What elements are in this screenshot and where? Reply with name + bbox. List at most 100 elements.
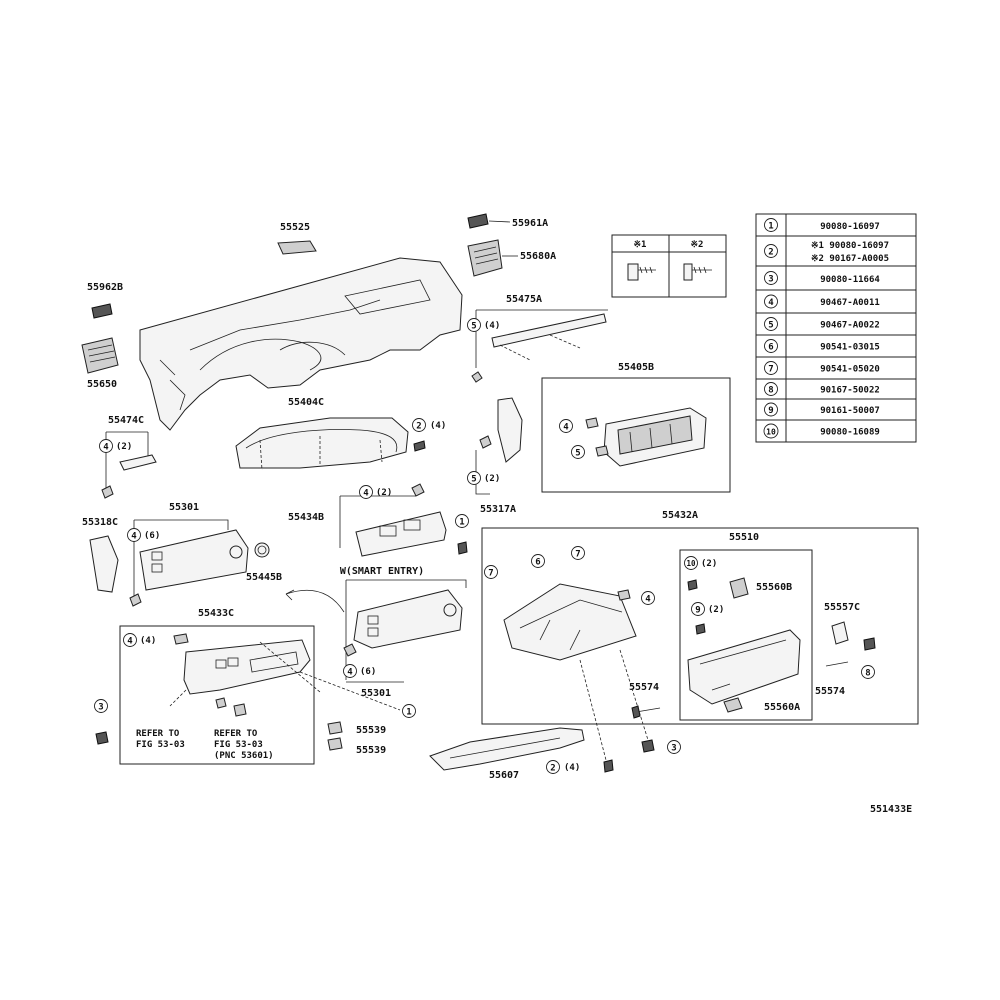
svg-text:4: 4 xyxy=(563,423,569,433)
part-label: 55474C xyxy=(108,415,144,426)
glove-box-door xyxy=(687,629,801,705)
lower-panel-left xyxy=(139,529,249,591)
under-cover-box xyxy=(119,625,315,765)
table-row-num: 10 xyxy=(766,428,776,437)
table-row: 7 90541-05020 xyxy=(764,361,880,375)
table-row: 4 90467-A0011 xyxy=(764,294,880,309)
part-label: 55560A xyxy=(764,702,800,713)
lower-panel-smart xyxy=(353,589,463,649)
table-row: 5 90467-A0022 xyxy=(764,317,880,331)
svg-text:4: 4 xyxy=(131,532,137,542)
vent-large xyxy=(467,239,503,277)
callout-qty: (2) xyxy=(116,442,132,452)
glove-box-door-box xyxy=(679,549,813,721)
glove-box-area xyxy=(481,527,919,725)
table-row-num: 7 xyxy=(768,365,773,375)
part-label: 55539 xyxy=(356,725,386,736)
part-label: 55680A xyxy=(520,251,556,262)
table-row-part: 90080-16097 xyxy=(820,222,880,232)
svg-text:9: 9 xyxy=(695,606,700,616)
callout-qty: (2) xyxy=(484,474,500,484)
svg-text:6: 6 xyxy=(535,558,540,568)
table-row: 3 90080-11664 xyxy=(764,271,880,285)
table-row: 1 90080-16097 xyxy=(764,218,880,232)
part-label: 55961A xyxy=(512,218,548,229)
center-register xyxy=(603,407,707,467)
part-label: 55650 xyxy=(87,379,117,390)
smart-entry-label: W(SMART ENTRY) xyxy=(340,566,424,577)
callout-circle xyxy=(764,218,778,232)
refer-note-2-pnc: (PNC 53601) xyxy=(214,751,274,761)
callout-qty: (4) xyxy=(140,636,156,646)
trim-piece xyxy=(119,454,157,471)
svg-text:3: 3 xyxy=(98,703,103,713)
figure-code: 551433E xyxy=(870,804,912,815)
svg-text:2: 2 xyxy=(550,764,555,774)
table-row-part: 90467-A0011 xyxy=(820,298,880,308)
part-label: 55560B xyxy=(756,582,792,593)
part-label: 55445B xyxy=(246,572,282,583)
part-label: 55475A xyxy=(506,294,542,305)
callout-circle xyxy=(764,339,778,353)
svg-text:4: 4 xyxy=(127,637,133,647)
svg-text:1: 1 xyxy=(406,708,411,718)
table-row-part: 90541-05020 xyxy=(820,365,880,375)
svg-text:4: 4 xyxy=(645,595,651,605)
screw-type-2-label: ※2 xyxy=(691,240,704,250)
table-row-part: 90167-50022 xyxy=(820,386,880,396)
svg-text:7: 7 xyxy=(488,569,493,579)
table-row-part-alt: ※2 90167-A0005 xyxy=(811,254,889,264)
callout-qty: (4) xyxy=(564,763,580,773)
part-label: 55301 xyxy=(361,688,391,699)
part-label: 55432A xyxy=(662,510,698,521)
callout-circle xyxy=(764,244,778,258)
part-label: 55962B xyxy=(87,282,123,293)
part-label: 55404C xyxy=(288,397,324,408)
part-label: 55434B xyxy=(288,512,324,523)
part-label: 55433C xyxy=(198,608,234,619)
part-label: 55405B xyxy=(618,362,654,373)
svg-text:4: 4 xyxy=(103,443,109,453)
callout-qty: (4) xyxy=(430,421,446,431)
screw-type-box: ※1 ※2 xyxy=(611,234,727,298)
cluster-hood xyxy=(235,417,409,471)
under-cover xyxy=(183,639,311,695)
part-label: 55574 xyxy=(629,682,659,693)
callout-circle xyxy=(764,271,778,285)
table-row: 10 90080-16089 xyxy=(763,423,880,439)
table-row-num: 9 xyxy=(768,406,773,416)
part-label: 55318C xyxy=(82,517,118,528)
svg-text:5: 5 xyxy=(471,322,476,332)
vent-left-large xyxy=(81,337,119,374)
lower-tray xyxy=(429,727,585,771)
table-row-part: ※1 90080-16097 xyxy=(811,241,889,251)
table-row-num: 8 xyxy=(768,386,773,396)
callout-qty: (2) xyxy=(708,605,724,615)
table-row: 8 90167-50022 xyxy=(764,382,880,396)
table-row-num: 1 xyxy=(768,222,773,232)
svg-text:8: 8 xyxy=(865,669,870,679)
center-cap xyxy=(277,240,317,255)
callout-circle xyxy=(764,361,778,375)
callout-qty: (6) xyxy=(144,531,160,541)
table-row: 9 90161-50007 xyxy=(764,402,880,417)
callout-qty: (2) xyxy=(701,559,717,569)
part-label: 55301 xyxy=(169,502,199,513)
table-row-num: 5 xyxy=(768,321,773,331)
fastener-table: 1 90080-16097 2 ※1 90080-16097 ※2 90167-… xyxy=(755,213,917,443)
vent-left-small xyxy=(91,303,113,319)
end-cap xyxy=(89,535,119,593)
vent-small xyxy=(467,213,489,229)
table-row-part: 90541-03015 xyxy=(820,343,880,353)
svg-text:1: 1 xyxy=(459,518,464,528)
screw-icon xyxy=(627,263,656,281)
table-row-num: 4 xyxy=(768,298,774,308)
svg-text:4: 4 xyxy=(347,668,353,678)
instrument-panel xyxy=(139,257,463,431)
part-label: 55525 xyxy=(280,222,310,233)
callout-circle xyxy=(764,294,778,309)
refer-note-2-fig: FIG 53-03 xyxy=(214,740,263,750)
svg-text:3: 3 xyxy=(671,744,676,754)
svg-text:10: 10 xyxy=(686,559,696,568)
callout-circle xyxy=(763,423,779,439)
